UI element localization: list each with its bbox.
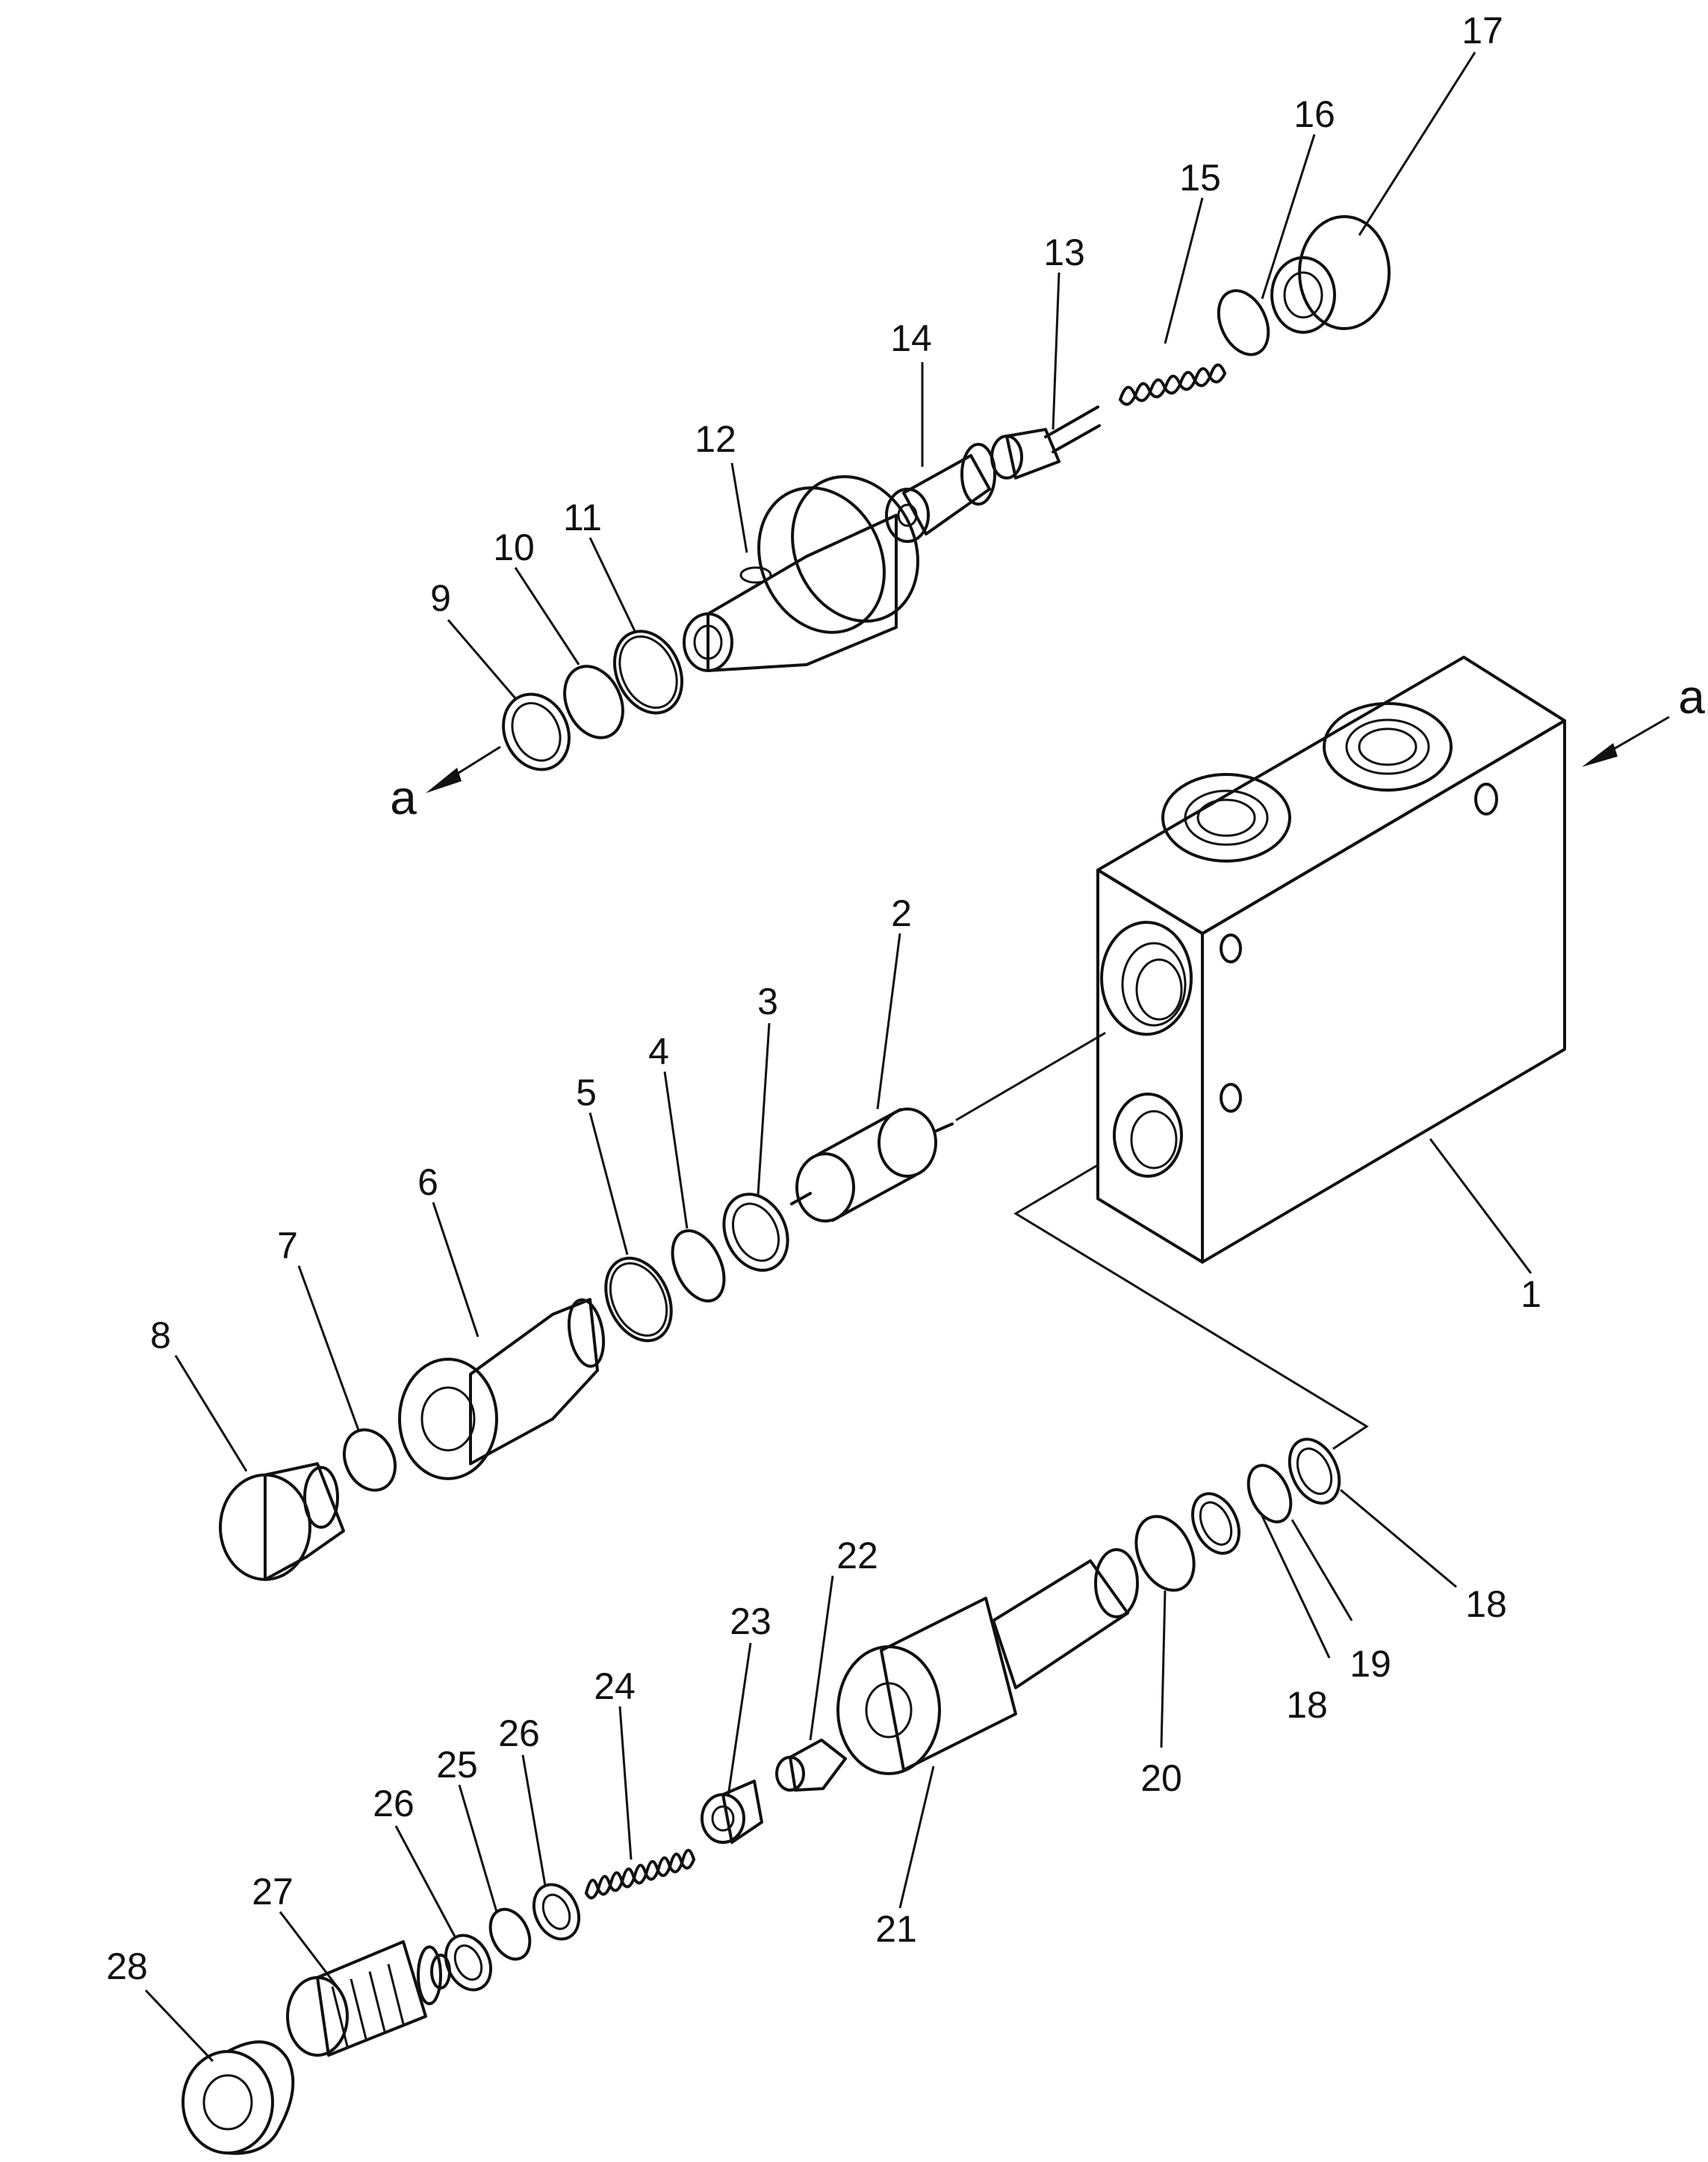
part-18-ring-a [1288, 1438, 1341, 1505]
arrow-left-head [426, 768, 462, 793]
part-2-check-valve [790, 1108, 954, 1223]
part-25-o-ring [488, 1907, 532, 1961]
part-3-ring [722, 1193, 789, 1272]
part-28-nut [181, 2040, 295, 2155]
label-7: 7 [277, 1225, 298, 1267]
part-24-spring [585, 1848, 695, 1900]
label-2: 2 [891, 892, 912, 934]
part-15-spring [1119, 363, 1226, 406]
part-8-plug [219, 1462, 345, 1581]
label-20: 20 [1140, 1757, 1182, 1799]
label-24: 24 [594, 1665, 636, 1707]
label-21: 21 [875, 1908, 917, 1950]
part-27-adjusting-screw [286, 1940, 451, 2057]
label-16: 16 [1294, 93, 1335, 135]
label-26-lower: 26 [373, 1783, 414, 1824]
part-12-sleeve [683, 475, 919, 672]
part-10-o-ring [563, 665, 624, 739]
part-26-washer-a [532, 1883, 581, 1941]
label-18-right: 18 [1465, 1583, 1507, 1625]
leader-lines [144, 52, 1532, 2063]
part-13-pin [990, 406, 1101, 479]
part-9-ring [502, 692, 571, 771]
arrow-right-head [1582, 743, 1618, 767]
label-18-center: 18 [1286, 1684, 1328, 1726]
label-23: 23 [730, 1600, 771, 1642]
part-11-o-ring [612, 630, 684, 715]
label-19: 19 [1350, 1643, 1391, 1685]
part-17-plug [1270, 215, 1391, 334]
label-10: 10 [493, 526, 535, 568]
label-26-upper: 26 [498, 1712, 540, 1754]
label-8: 8 [150, 1314, 171, 1356]
label-12: 12 [695, 418, 736, 460]
part-labels: 1 2 3 4 5 6 7 8 9 10 11 12 13 14 15 16 1… [106, 10, 1541, 1987]
part-18-ring-b [1191, 1492, 1240, 1555]
label-17: 17 [1462, 10, 1503, 52]
section-line-check [955, 1031, 1106, 1122]
part-6-sleeve [398, 1298, 606, 1480]
label-22: 22 [836, 1535, 878, 1577]
part-5-o-ring [604, 1256, 673, 1343]
part-22-poppet [775, 1739, 847, 1792]
label-1: 1 [1521, 1273, 1541, 1315]
arrow-right-letter: a [1678, 670, 1705, 724]
label-9: 9 [430, 577, 451, 619]
part-14-poppet [885, 443, 996, 543]
part-23-sleeve [701, 1780, 763, 1844]
label-6: 6 [417, 1161, 438, 1203]
arrow-left-letter: a [390, 771, 417, 824]
part-20-o-ring [1134, 1515, 1196, 1592]
part-16-o-ring [1217, 289, 1270, 356]
part-21-valve-seat [836, 1548, 1139, 1775]
label-15: 15 [1179, 157, 1221, 199]
part-7-o-ring [342, 1428, 397, 1492]
section-line-lower [1013, 1164, 1369, 1450]
label-4: 4 [648, 1031, 669, 1072]
label-3: 3 [757, 981, 778, 1022]
label-13: 13 [1043, 232, 1085, 273]
label-28: 28 [106, 1945, 148, 1987]
label-14: 14 [890, 317, 932, 359]
part-4-o-ring [671, 1228, 726, 1303]
part-19-o-ring [1246, 1464, 1293, 1523]
label-11: 11 [563, 497, 602, 538]
label-5: 5 [576, 1072, 597, 1113]
valve-body [1096, 656, 1566, 1264]
label-25: 25 [436, 1744, 478, 1786]
label-27: 27 [252, 1871, 294, 1913]
